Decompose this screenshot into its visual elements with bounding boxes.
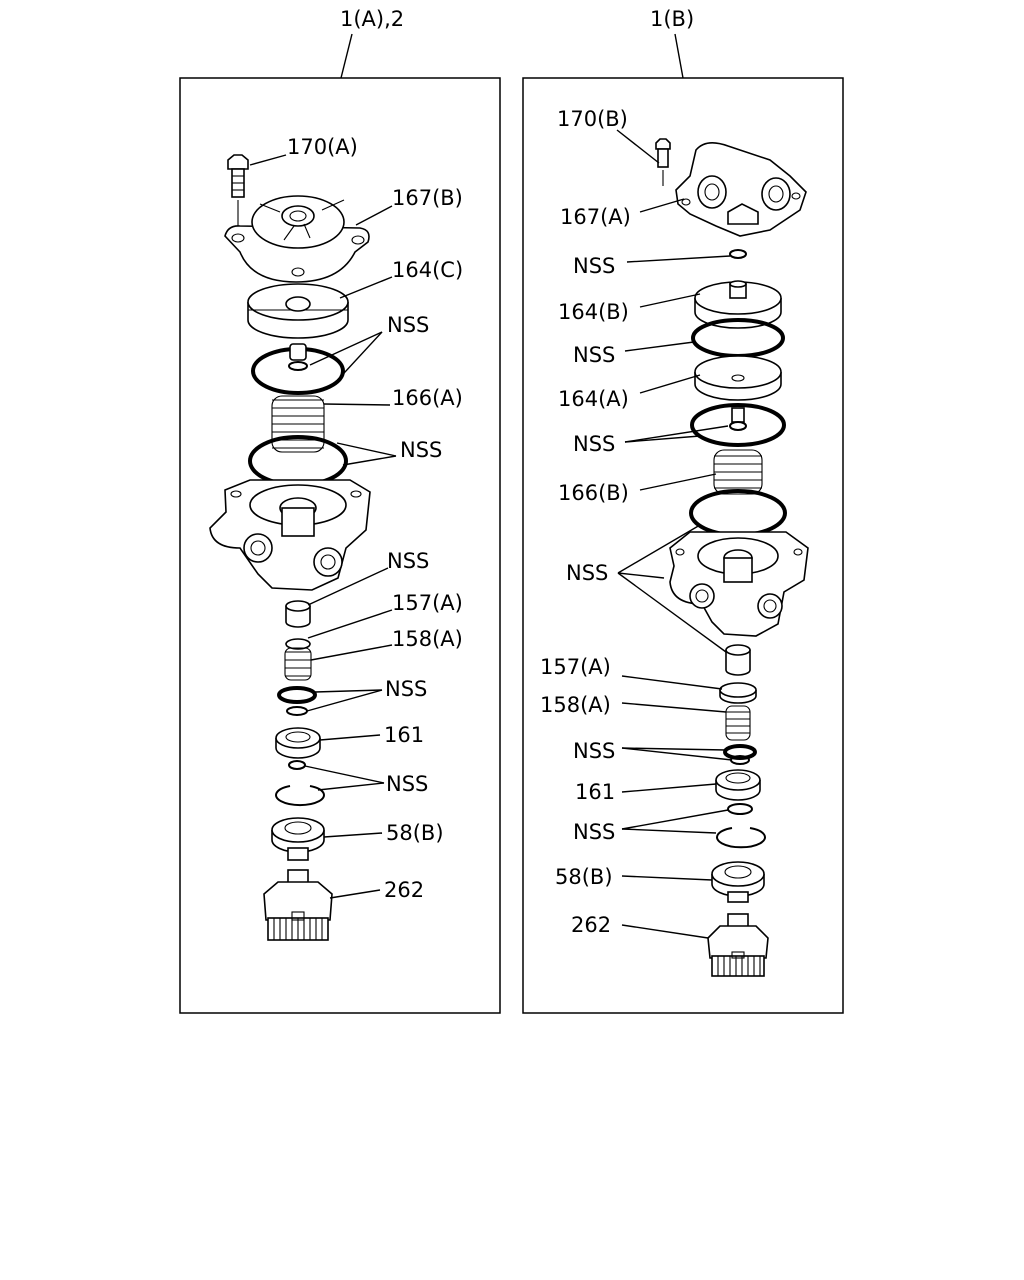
o-ring-icon [719,682,757,704]
valve-seat-icon [715,769,761,801]
spring-icon [713,449,763,495]
panel-right: 1(B) [522,7,844,1014]
diaphragm-icon [694,355,782,401]
callout-label: 166(B) [558,481,629,505]
callout-label: 58(B) [386,821,444,845]
callout-label: NSS [573,254,615,278]
o-ring-icon [277,686,317,704]
o-ring-icon [288,760,306,770]
o-ring-icon [248,435,348,487]
callout-label: NSS [573,820,615,844]
callout-label: NSS [573,343,615,367]
piston-icon [725,644,751,676]
callout-label: 262 [384,878,424,902]
cap-icon [707,913,769,977]
callout-label: 262 [571,913,611,937]
o-ring-icon [286,706,308,716]
callout-label: NSS [573,432,615,456]
callout-label: 167(A) [560,205,631,229]
panel-left-title: 1(A),2 [340,7,404,31]
diaphragm-icon [247,283,349,339]
callout-label: 161 [384,723,424,747]
callout-label: 167(B) [392,186,463,210]
spring-icon [271,395,325,453]
panel-right-title: 1(B) [650,7,694,31]
panel-left: 1(A),2 [179,7,501,1014]
callout-label: 158(A) [392,627,463,651]
bolt-icon [227,154,249,228]
valve-seat-icon [711,861,765,903]
valve-seat-icon [271,817,325,861]
valve-body-icon [209,479,371,591]
callout-label: 164(A) [558,387,629,411]
callout-label: 170(B) [557,107,628,131]
valve-body-icon [669,531,809,637]
callout-label: NSS [385,677,427,701]
cover-icon [675,142,807,237]
callout-label: NSS [386,772,428,796]
piston-icon [729,407,747,431]
o-ring-icon [723,744,757,760]
snap-ring-icon [716,827,766,849]
callout-label: NSS [400,438,442,462]
piston-icon [285,600,311,628]
o-ring-icon [285,638,311,650]
callout-label: 158(A) [540,693,611,717]
panel-right-frame [522,77,844,1014]
callout-label: NSS [566,561,608,585]
callout-label: 166(A) [392,386,463,410]
spring-icon [725,705,751,741]
o-ring-icon [690,403,786,447]
cover-icon [224,195,370,283]
callout-label: NSS [573,739,615,763]
callout-label: 157(A) [540,655,611,679]
callout-label: 157(A) [392,591,463,615]
cap-icon [263,869,333,941]
callout-label: 164(B) [558,300,629,324]
callout-label: 170(A) [287,135,358,159]
spring-icon [284,647,312,681]
callout-label: NSS [387,549,429,573]
callout-label: 164(C) [392,258,463,282]
callout-label: 161 [575,780,615,804]
o-ring-icon [727,803,753,815]
panel-left-frame [179,77,501,1014]
callout-label: NSS [387,313,429,337]
valve-seat-icon [275,727,321,759]
o-ring-icon [729,249,747,259]
o-ring-icon [689,489,787,537]
snap-ring-icon [275,785,325,807]
piston-icon [288,343,308,371]
bolt-icon [655,138,671,186]
callout-label: 58(B) [555,865,613,889]
